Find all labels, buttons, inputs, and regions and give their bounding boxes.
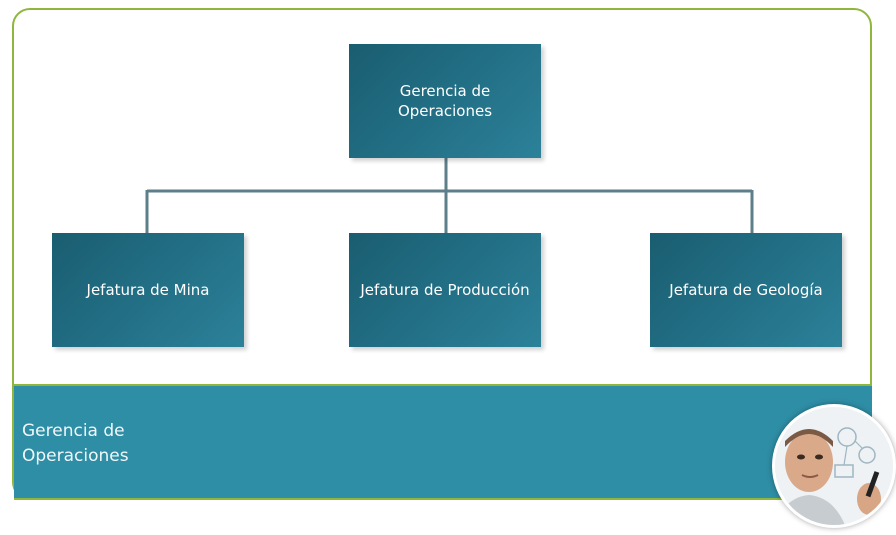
node-jefatura-mina: Jefatura de Mina [52,233,244,347]
node-jefatura-produccion: Jefatura de Producción [349,233,541,347]
title-band [14,384,872,500]
person-drawing-avatar-icon [772,404,896,528]
node-label: Jefatura de Geología [669,281,823,299]
band-title: Gerencia de Operaciones [22,421,129,466]
node-label: Jefatura de Producción [360,281,530,299]
node-label: Gerencia de Operaciones [397,82,493,120]
node-gerencia-operaciones: Gerencia de Operaciones [349,44,541,158]
node-label: Jefatura de Mina [86,281,210,299]
node-jefatura-geologia: Jefatura de Geología [650,233,842,347]
